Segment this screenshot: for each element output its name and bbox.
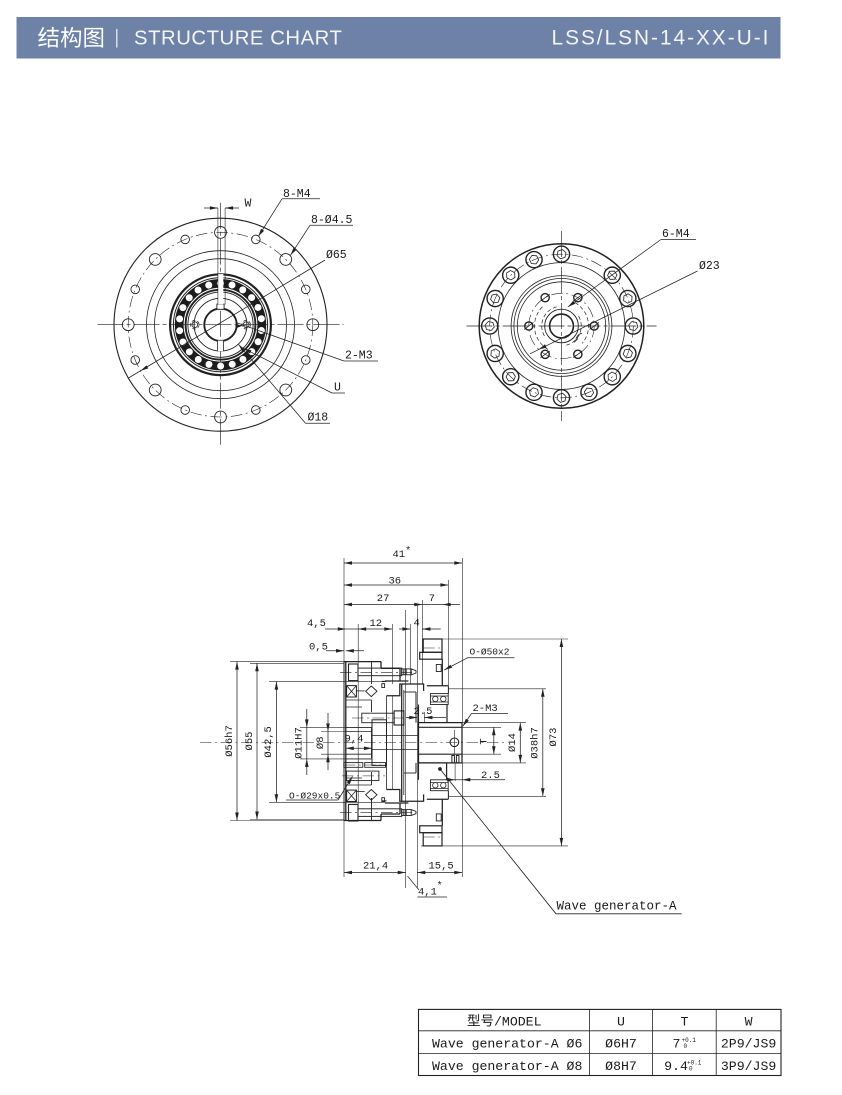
svg-text:Ø14: Ø14 bbox=[507, 733, 519, 752]
svg-text:U: U bbox=[334, 382, 341, 395]
svg-text:W: W bbox=[745, 1014, 753, 1029]
svg-text:U: U bbox=[617, 1014, 625, 1029]
svg-text:T: T bbox=[680, 1014, 688, 1029]
svg-text:4,5: 4,5 bbox=[307, 618, 326, 630]
svg-text:27: 27 bbox=[377, 593, 390, 605]
svg-text:Ø8: Ø8 bbox=[315, 736, 327, 749]
svg-text:Ø55: Ø55 bbox=[244, 732, 256, 751]
svg-text:0: 0 bbox=[684, 1043, 688, 1050]
svg-text:15,5: 15,5 bbox=[429, 861, 454, 873]
svg-text:4,1: 4,1 bbox=[418, 887, 437, 899]
svg-text:STRUCTURE CHART: STRUCTURE CHART bbox=[134, 28, 342, 50]
svg-text:Ø23: Ø23 bbox=[699, 260, 720, 273]
svg-text:Ø73: Ø73 bbox=[548, 728, 560, 747]
svg-text:8-M4: 8-M4 bbox=[283, 188, 311, 201]
svg-text:2.5: 2.5 bbox=[481, 770, 500, 782]
svg-text:O-Ø50x2: O-Ø50x2 bbox=[470, 647, 510, 658]
svg-text:Wave generator-A Ø6: Wave generator-A Ø6 bbox=[432, 1037, 582, 1052]
svg-text:2-M3: 2-M3 bbox=[473, 703, 498, 715]
svg-text:0,5: 0,5 bbox=[309, 641, 328, 653]
svg-text:Ø8H7: Ø8H7 bbox=[605, 1059, 637, 1074]
svg-text:LSS/LSN-14-XX-U-I: LSS/LSN-14-XX-U-I bbox=[552, 27, 771, 50]
svg-text:4: 4 bbox=[414, 618, 420, 630]
svg-text:8-Ø4.5: 8-Ø4.5 bbox=[311, 214, 353, 227]
svg-text:12: 12 bbox=[370, 618, 383, 630]
svg-text:0: 0 bbox=[689, 1066, 693, 1073]
svg-text:/MODEL: /MODEL bbox=[494, 1014, 542, 1029]
svg-text:9.4: 9.4 bbox=[664, 1059, 688, 1074]
svg-text:*: * bbox=[437, 881, 443, 893]
svg-text:7: 7 bbox=[429, 593, 435, 605]
svg-text:O-Ø29x0.5: O-Ø29x0.5 bbox=[289, 791, 341, 802]
svg-text:Wave generator-A: Wave generator-A bbox=[557, 900, 678, 914]
svg-text:2-M3: 2-M3 bbox=[345, 350, 373, 363]
svg-text:6-M4: 6-M4 bbox=[662, 228, 690, 241]
svg-text:Wave generator-A Ø8: Wave generator-A Ø8 bbox=[432, 1059, 582, 1074]
svg-text:Ø38h7: Ø38h7 bbox=[530, 727, 542, 759]
svg-text:W: W bbox=[245, 198, 252, 211]
svg-text:+0.1: +0.1 bbox=[682, 1037, 697, 1044]
svg-text:41: 41 bbox=[393, 549, 406, 561]
svg-text:Ø56h7: Ø56h7 bbox=[224, 725, 236, 757]
svg-text:Ø6H7: Ø6H7 bbox=[605, 1037, 637, 1052]
svg-text:2P9/JS9: 2P9/JS9 bbox=[721, 1037, 776, 1052]
svg-text:Ø65: Ø65 bbox=[326, 249, 347, 262]
svg-text:36: 36 bbox=[389, 575, 402, 587]
svg-text:T: T bbox=[479, 738, 491, 744]
svg-text:*: * bbox=[405, 546, 411, 558]
svg-text:Ø18: Ø18 bbox=[308, 412, 329, 425]
svg-text:9,4: 9,4 bbox=[345, 734, 364, 746]
svg-text:7: 7 bbox=[673, 1037, 681, 1052]
svg-text:21,4: 21,4 bbox=[363, 861, 388, 873]
svg-text:Ø42,5: Ø42,5 bbox=[263, 726, 275, 758]
svg-text:Ø11H7: Ø11H7 bbox=[294, 727, 306, 759]
svg-text:2.5: 2.5 bbox=[414, 706, 433, 718]
svg-text:3P9/JS9: 3P9/JS9 bbox=[721, 1059, 776, 1074]
svg-text:+0.1: +0.1 bbox=[687, 1059, 702, 1066]
